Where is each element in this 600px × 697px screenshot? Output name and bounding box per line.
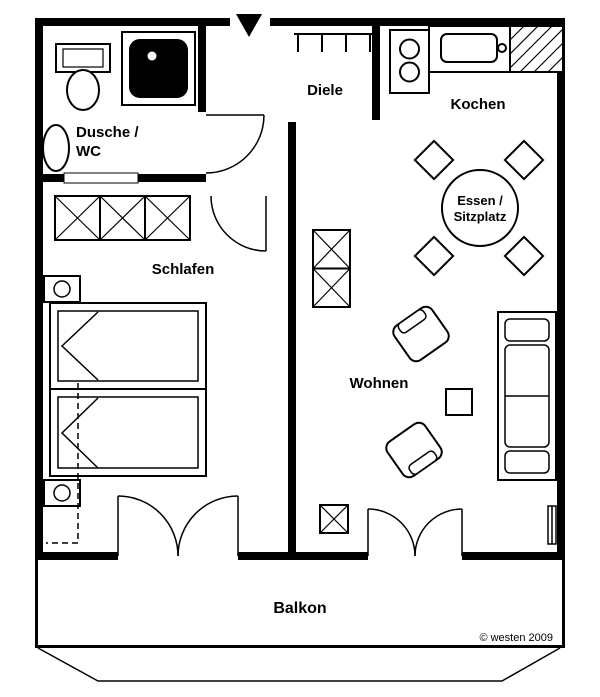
kitchen-label: Kochen bbox=[450, 96, 505, 113]
copyright-text: © westen 2009 bbox=[479, 632, 553, 644]
balcony-wall-right bbox=[562, 560, 565, 648]
dining-set bbox=[413, 139, 545, 277]
bathroom-label-line1: Dusche / bbox=[76, 124, 139, 141]
doors bbox=[117, 114, 463, 557]
dining-chair bbox=[413, 235, 455, 277]
bedroom-door-arc bbox=[210, 195, 267, 252]
wall-bottom-2 bbox=[238, 552, 368, 560]
washbasin-icon bbox=[42, 124, 70, 172]
balcony-edge-outline bbox=[37, 647, 561, 682]
armchair bbox=[392, 305, 450, 363]
nightstand bbox=[43, 275, 81, 303]
ceiling-slope-dashed-line bbox=[46, 383, 79, 544]
balcony-structure bbox=[35, 560, 565, 648]
wall-bottom-3 bbox=[462, 552, 565, 560]
balcony-wall-left bbox=[35, 560, 38, 648]
armchair bbox=[385, 421, 443, 479]
wall-bottom-1 bbox=[35, 552, 118, 560]
bedroom-label: Schlafen bbox=[152, 261, 215, 278]
wardrobe bbox=[54, 195, 191, 241]
kitchen-sink-icon bbox=[440, 33, 507, 63]
walls bbox=[35, 18, 565, 560]
small-shelf bbox=[319, 504, 349, 534]
entrance-arrow-icon bbox=[236, 14, 262, 37]
radiator bbox=[547, 505, 557, 545]
dining-chair bbox=[413, 139, 455, 181]
stove-icon bbox=[389, 29, 430, 94]
shelf-unit bbox=[312, 229, 351, 308]
room-labels: Dusche / WC Diele Kochen Essen / Sitzpla… bbox=[76, 82, 553, 644]
bedroom-furniture bbox=[43, 195, 207, 544]
bathroom-wall-niche bbox=[63, 172, 139, 184]
wall-right bbox=[557, 18, 565, 560]
dining-label-line1: Essen / bbox=[457, 193, 503, 208]
dining-chair bbox=[503, 235, 545, 277]
coat-rack-icon bbox=[294, 33, 372, 52]
wall-bathroom-right bbox=[198, 18, 206, 112]
kitchen-counter-hatch bbox=[509, 25, 564, 73]
living-furniture bbox=[312, 229, 557, 545]
kitchen-fixtures bbox=[389, 25, 564, 94]
hallway-label: Diele bbox=[307, 82, 343, 99]
balcony-door-right bbox=[367, 508, 463, 557]
dining-table bbox=[441, 169, 519, 247]
sofa bbox=[497, 311, 557, 481]
bathroom-label-line2: WC bbox=[76, 143, 101, 160]
balcony-door-left bbox=[117, 495, 239, 557]
wall-hall-kitchen bbox=[372, 18, 380, 120]
wall-top-left bbox=[35, 18, 230, 26]
shower-icon bbox=[121, 31, 196, 106]
bathroom-fixtures bbox=[42, 31, 196, 172]
living-room-label: Wohnen bbox=[350, 375, 409, 392]
toilet-icon bbox=[55, 43, 111, 111]
balcony-label: Balkon bbox=[273, 600, 326, 617]
wall-central bbox=[288, 122, 296, 560]
bathroom-door-arc bbox=[205, 114, 265, 174]
dining-label-line2: Sitzplatz bbox=[454, 209, 507, 224]
nightstand bbox=[43, 479, 81, 507]
wall-left bbox=[35, 18, 43, 560]
wall-top-right bbox=[270, 18, 565, 26]
dining-chair bbox=[503, 139, 545, 181]
side-table bbox=[445, 388, 473, 416]
balcony-wall-bottom bbox=[35, 645, 565, 648]
bed bbox=[49, 302, 207, 390]
bed bbox=[49, 388, 207, 477]
